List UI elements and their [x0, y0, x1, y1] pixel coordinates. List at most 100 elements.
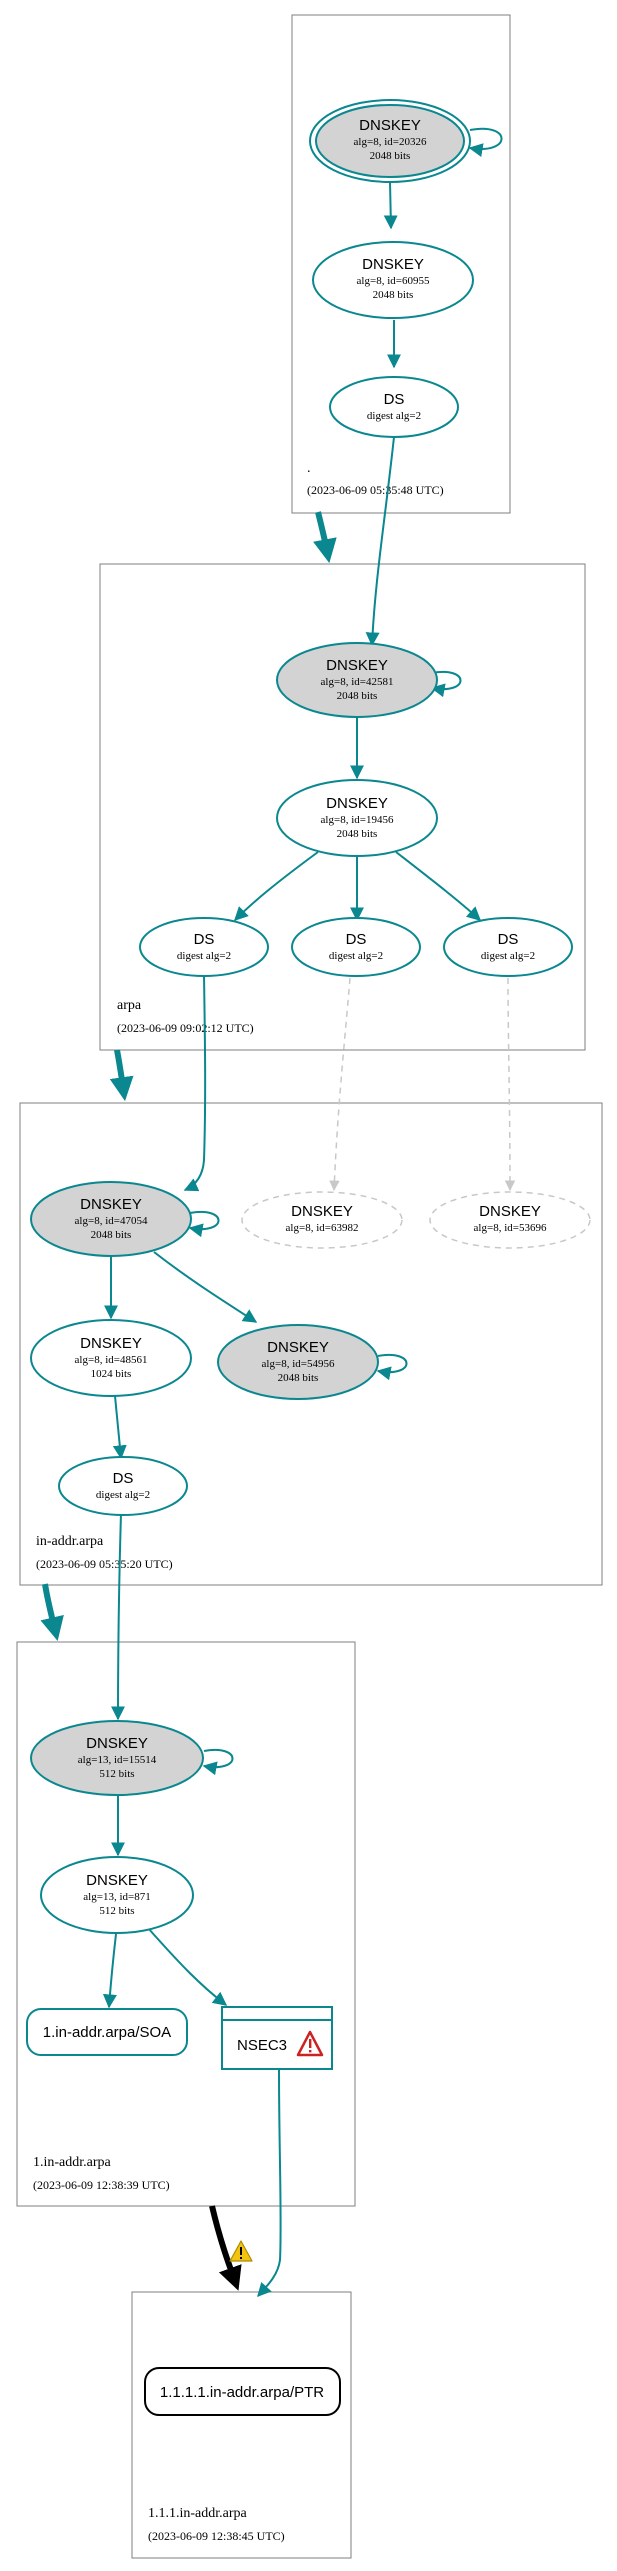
- zone-1-in-addr-arpa-timestamp: (2023-06-09 12:38:39 UTC): [33, 2178, 170, 2192]
- node-inaddr-ksk-2[interactable]: DNSKEY alg=8, id=54956 2048 bits: [217, 1324, 379, 1400]
- zone-1-1-1-in-addr-arpa: 1.1.1.in-addr.arpa (2023-06-09 12:38:45 …: [131, 2291, 352, 2559]
- node-inaddr-missing-2-shape: [429, 1191, 591, 1249]
- zone-root: . (2023-06-09 05:35:48 UTC): [291, 14, 511, 514]
- zone-1-in-addr-arpa-box: [16, 1641, 356, 2207]
- node-one-soa[interactable]: 1.in-addr.arpa/SOA: [26, 2008, 188, 2056]
- edge-one-zsk-nsec3: [147, 1927, 228, 2006]
- node-inaddr-missing-1-title: DNSKEY: [291, 1203, 353, 1220]
- node-inaddr-zsk-shape: [30, 1319, 192, 1397]
- node-inaddr-ds-title: DS: [113, 1470, 134, 1487]
- node-one-ksk-line2: 512 bits: [99, 1768, 134, 1780]
- zone-in-addr-arpa: in-addr.arpa (2023-06-09 05:35:20 UTC): [19, 1102, 603, 1586]
- node-inaddr-zsk-line2: 1024 bits: [91, 1368, 132, 1380]
- node-root-zsk-title: DNSKEY: [362, 256, 424, 273]
- node-arpa-zsk-shape: [276, 779, 438, 857]
- node-one-ksk-line1: alg=13, id=15514: [78, 1754, 157, 1766]
- node-one-soa-shape: [26, 2008, 188, 2056]
- node-inaddr-missing-2[interactable]: DNSKEY alg=8, id=53696: [429, 1191, 591, 1249]
- node-inaddr-zsk[interactable]: DNSKEY alg=8, id=48561 1024 bits: [30, 1319, 192, 1397]
- delegation-edge-in-addr-1: [40, 1583, 64, 1642]
- node-ptr-shape: [144, 2367, 341, 2416]
- zone-in-addr-arpa-name: in-addr.arpa: [36, 1534, 104, 1549]
- node-one-nsec3-shape: [221, 2006, 333, 2070]
- self-loop-inaddr-ksk2: [376, 1353, 408, 1381]
- node-inaddr-ksk-2-title: DNSKEY: [267, 1339, 329, 1356]
- self-loop-one-ksk: [202, 1748, 234, 1776]
- node-inaddr-ksk-2-shape: [217, 1324, 379, 1400]
- zone-1-in-addr-arpa-name: 1.in-addr.arpa: [33, 2155, 112, 2170]
- node-arpa-zsk-line2: 2048 bits: [337, 828, 378, 840]
- node-arpa-ds-1-line1: digest alg=2: [177, 950, 231, 962]
- node-arpa-ds-1-shape: [139, 917, 269, 977]
- zone-arpa-name: arpa: [117, 998, 142, 1013]
- zone-arpa-timestamp: (2023-06-09 09:02:12 UTC): [117, 1021, 254, 1035]
- node-inaddr-ds[interactable]: DS digest alg=2: [58, 1456, 188, 1516]
- node-arpa-ds-3-title: DS: [498, 931, 519, 948]
- node-inaddr-zsk-title: DNSKEY: [80, 1335, 142, 1352]
- zone-in-addr-arpa-box: [19, 1102, 603, 1586]
- delegation-edge-root-arpa: [313, 511, 337, 564]
- self-loop-root-ksk: [468, 127, 503, 157]
- node-arpa-ds-1[interactable]: DS digest alg=2: [139, 917, 269, 977]
- node-inaddr-missing-1-shape: [241, 1191, 403, 1249]
- node-inaddr-ksk-title: DNSKEY: [80, 1196, 142, 1213]
- edge-inaddr-ksk-ksk2: [153, 1251, 258, 1323]
- error-icon: [296, 2030, 324, 2057]
- node-ptr[interactable]: 1.1.1.1.in-addr.arpa/PTR: [144, 2367, 341, 2416]
- node-root-zsk[interactable]: DNSKEY alg=8, id=60955 2048 bits: [312, 241, 474, 319]
- node-arpa-ds-3-shape: [443, 917, 573, 977]
- node-arpa-ksk[interactable]: DNSKEY alg=8, id=42581 2048 bits: [276, 642, 438, 718]
- zone-arpa: arpa (2023-06-09 09:02:12 UTC): [99, 563, 586, 1051]
- node-root-ksk[interactable]: DNSKEY alg=8, id=20326 2048 bits: [309, 99, 471, 183]
- zone-1-1-1-in-addr-arpa-name: 1.1.1.in-addr.arpa: [148, 2506, 248, 2521]
- node-arpa-ds-2-shape: [291, 917, 421, 977]
- edge-root-ds-arpa-ksk: [365, 436, 395, 647]
- node-root-ksk-outer: [309, 99, 471, 183]
- node-one-zsk[interactable]: DNSKEY alg=13, id=871 512 bits: [40, 1856, 194, 1934]
- node-root-ds-shape: [329, 376, 459, 438]
- node-one-ksk[interactable]: DNSKEY alg=13, id=15514 512 bits: [30, 1720, 204, 1796]
- node-inaddr-ds-shape: [58, 1456, 188, 1516]
- node-inaddr-missing-1[interactable]: DNSKEY alg=8, id=63982: [241, 1191, 403, 1249]
- edge-arpa-ds3-missing2: [504, 977, 516, 1192]
- edge-arpa-ds2-missing1: [329, 977, 351, 1192]
- zone-1-in-addr-arpa: 1.in-addr.arpa (2023-06-09 12:38:39 UTC): [16, 1641, 356, 2207]
- node-arpa-zsk-title: DNSKEY: [326, 795, 388, 812]
- node-inaddr-zsk-line1: alg=8, id=48561: [75, 1354, 148, 1366]
- node-root-zsk-shape: [312, 241, 474, 319]
- node-arpa-ksk-line1: alg=8, id=42581: [321, 676, 394, 688]
- node-root-ksk-line1: alg=8, id=20326: [354, 136, 427, 148]
- zone-root-name: .: [307, 461, 311, 476]
- self-loop-inaddr-ksk: [188, 1210, 220, 1238]
- edge-inaddr-zsk-ds: [112, 1395, 127, 1460]
- zone-1-1-1-in-addr-arpa-timestamp: (2023-06-09 12:38:45 UTC): [148, 2529, 285, 2543]
- edge-arpa-ds1-inaddr-ksk: [183, 974, 207, 1192]
- node-root-ds-line1: digest alg=2: [367, 410, 421, 422]
- node-arpa-zsk[interactable]: DNSKEY alg=8, id=19456 2048 bits: [276, 779, 438, 857]
- delegation-edge-arpa-in-addr: [109, 1049, 134, 1102]
- node-root-zsk-line1: alg=8, id=60955: [357, 275, 430, 287]
- node-ptr-label: 1.1.1.1.in-addr.arpa/PTR: [160, 2384, 324, 2401]
- node-one-nsec3-label: NSEC3: [237, 2037, 287, 2054]
- node-arpa-ds-3[interactable]: DS digest alg=2: [443, 917, 573, 977]
- node-root-zsk-line2: 2048 bits: [373, 289, 414, 301]
- node-root-ds[interactable]: DS digest alg=2: [329, 376, 459, 438]
- node-inaddr-ksk-2-line1: alg=8, id=54956: [262, 1358, 335, 1370]
- zone-in-addr-arpa-timestamp: (2023-06-09 05:35:20 UTC): [36, 1557, 173, 1571]
- edge-root-ksk-zsk: [383, 181, 398, 230]
- delegation-edge-1-1111: [209, 2205, 242, 2291]
- node-inaddr-ds-line1: digest alg=2: [96, 1489, 150, 1501]
- node-one-zsk-shape: [40, 1856, 194, 1934]
- node-arpa-ds-2[interactable]: DS digest alg=2: [291, 917, 421, 977]
- edge-arpa-zsk-ds3: [395, 851, 482, 921]
- node-inaddr-ksk[interactable]: DNSKEY alg=8, id=47054 2048 bits: [30, 1181, 192, 1257]
- node-one-ksk-title: DNSKEY: [86, 1735, 148, 1752]
- node-one-nsec3[interactable]: NSEC3: [221, 2006, 333, 2070]
- node-inaddr-missing-2-line1: alg=8, id=53696: [474, 1222, 547, 1234]
- warning-icon: [229, 2240, 253, 2262]
- node-root-ksk-line2: 2048 bits: [370, 150, 411, 162]
- node-one-zsk-title: DNSKEY: [86, 1872, 148, 1889]
- node-root-ksk-title: DNSKEY: [359, 117, 421, 134]
- node-root-ksk-inner: [315, 104, 465, 178]
